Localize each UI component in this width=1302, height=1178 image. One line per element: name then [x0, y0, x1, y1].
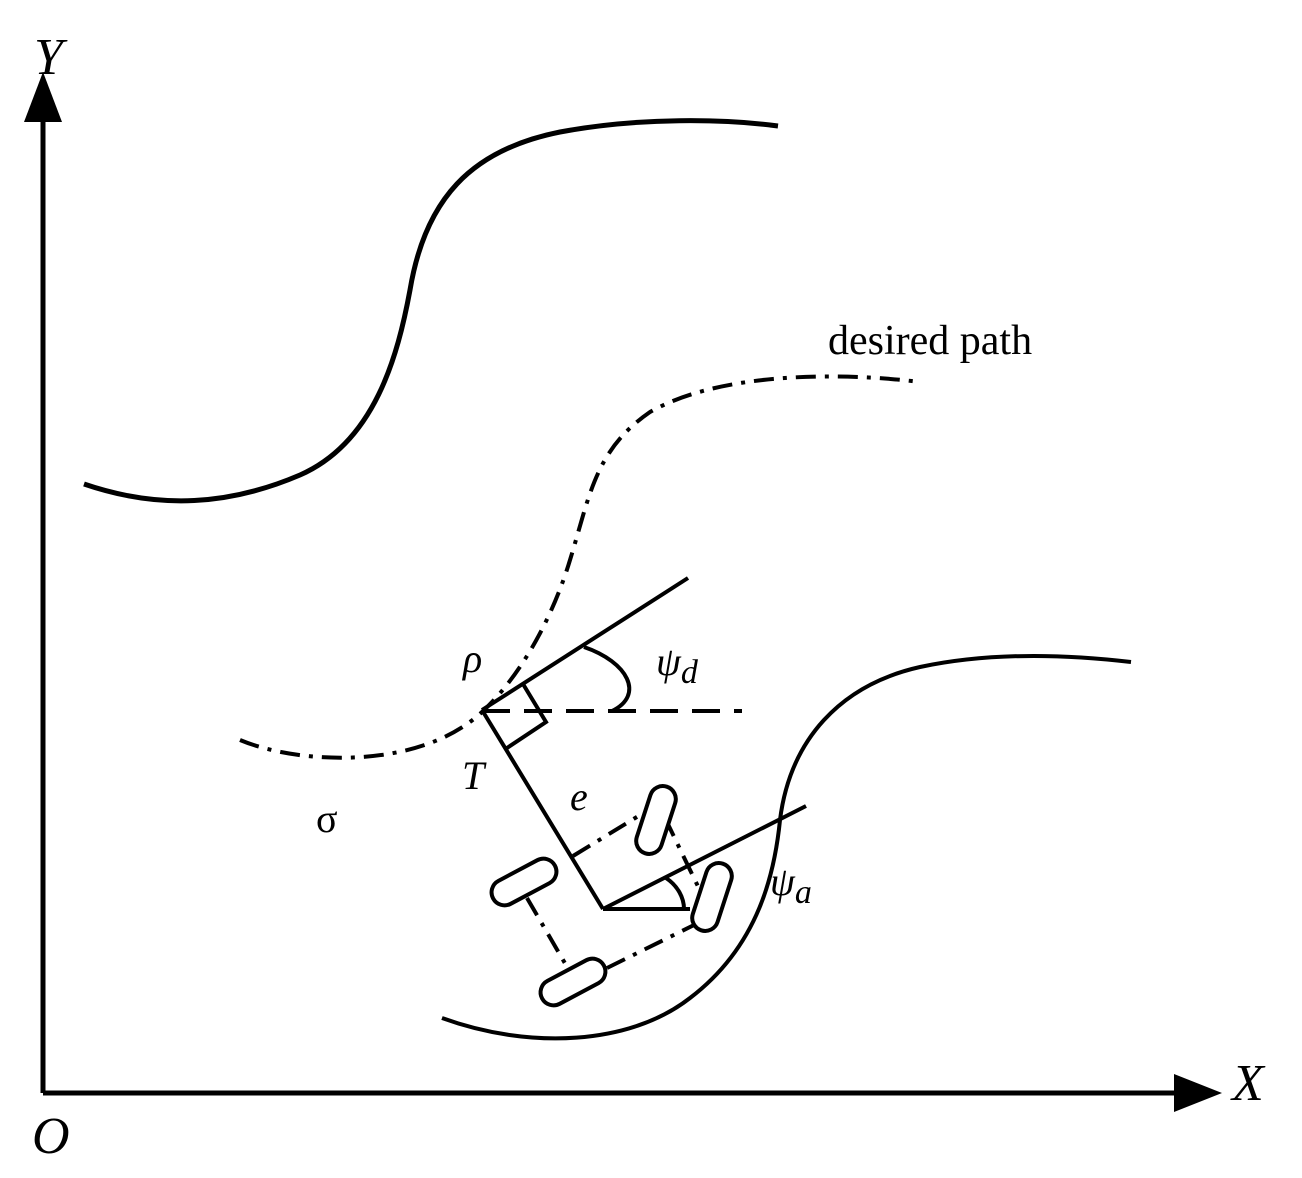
chassis-front-axle	[571, 810, 647, 858]
psi-a-symbol: ψ	[770, 859, 796, 904]
wheel-front-left	[489, 856, 559, 908]
axes	[24, 72, 1222, 1112]
chassis-rear-axle	[606, 923, 695, 970]
e-label: e	[570, 774, 588, 819]
vehicle-wheels	[489, 784, 734, 1008]
T-label: T	[462, 753, 487, 798]
wheel-rear-right	[690, 861, 734, 933]
y-axis-arrowhead	[24, 72, 62, 122]
psi-d-symbol: ψ	[656, 639, 682, 684]
psi-a-angle-arc	[664, 876, 686, 910]
desired-path-label: desired path	[828, 318, 1032, 364]
x-axis-label: X	[1230, 1055, 1266, 1112]
rho-label: ρ	[461, 636, 482, 681]
origin-label: O	[32, 1108, 70, 1165]
y-axis-label: Y	[34, 29, 68, 86]
wheel-rear-left	[538, 956, 608, 1008]
psi-d-subscript: d	[681, 654, 699, 691]
error-normal-line	[480, 708, 605, 911]
chassis-left-side	[525, 896, 568, 967]
psi-a-subscript: a	[795, 874, 812, 911]
psi-d-angle-arc	[583, 645, 632, 713]
chassis-right-side	[663, 817, 708, 904]
upper-boundary-curve	[83, 118, 779, 504]
x-axis-arrowhead	[1174, 1074, 1222, 1112]
psi-d-label: ψd	[656, 639, 699, 691]
vehicle-heading-line	[602, 804, 807, 911]
tangent-line	[480, 576, 690, 712]
wheel-front-right	[634, 784, 678, 856]
vehicle-chassis	[525, 810, 708, 970]
psi-a-label: ψa	[770, 859, 812, 911]
desired-path-curve	[239, 374, 921, 760]
right-angle-marker	[505, 682, 549, 750]
sigma-label: σ	[316, 796, 338, 841]
